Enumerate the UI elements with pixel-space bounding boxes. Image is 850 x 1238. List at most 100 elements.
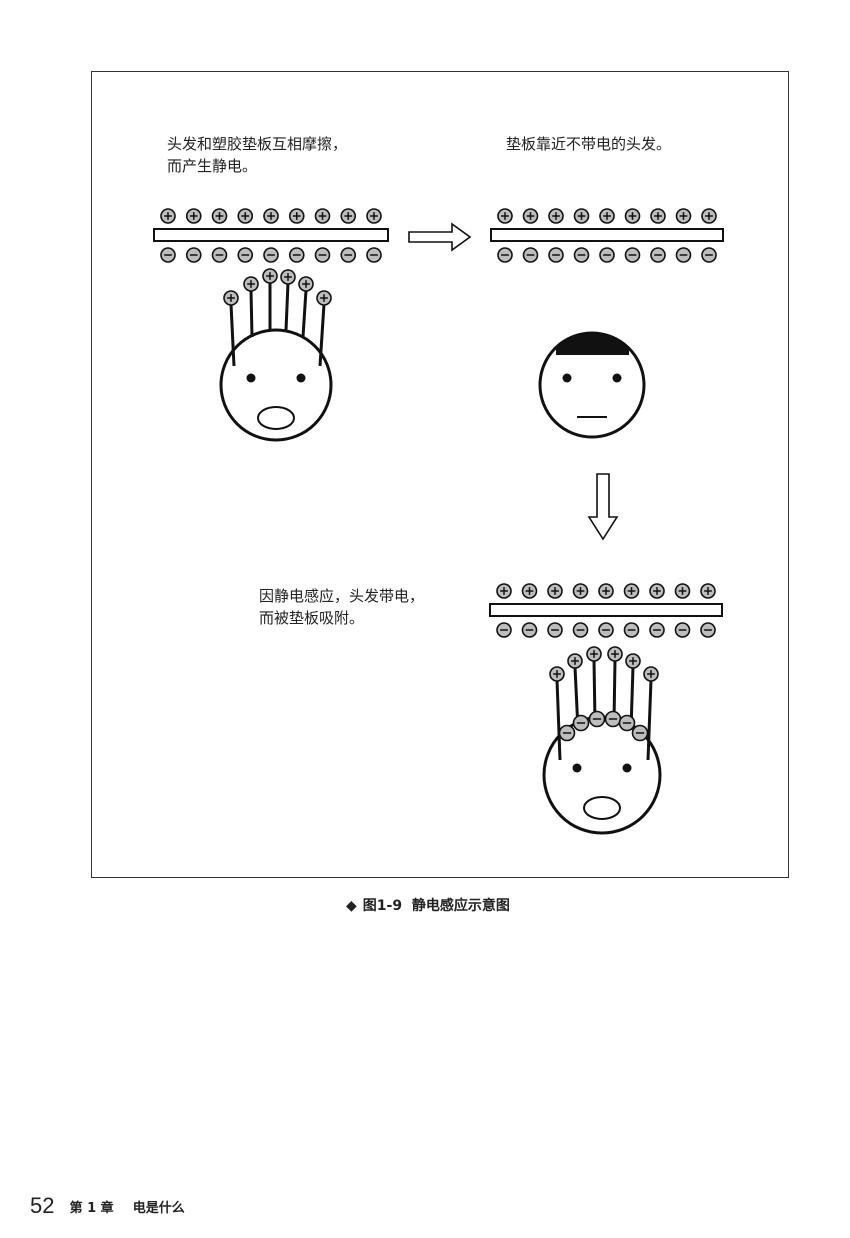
hair-strand	[249, 289, 254, 338]
positive-charge-icon	[599, 208, 615, 224]
open-mouth	[257, 406, 295, 430]
negative-charge-icon	[522, 247, 539, 263]
positive-charge-icon	[237, 208, 254, 224]
left-eye	[562, 373, 572, 383]
face-panel-3	[542, 646, 662, 835]
negative-charge-icon	[623, 622, 640, 638]
negative-charge-icon	[674, 622, 691, 638]
right-eye	[296, 373, 306, 383]
positive-charge-icon	[211, 208, 228, 224]
left-eye	[572, 763, 582, 773]
hair-cap-top	[558, 335, 628, 350]
right-eye	[612, 373, 622, 383]
hair-strand	[284, 282, 290, 331]
positive-charge-icon	[649, 583, 665, 599]
positive-charge-icon	[160, 208, 176, 224]
positive-charge-icon	[624, 208, 641, 224]
positive-charge-icon	[223, 290, 239, 306]
hair-strand	[646, 679, 653, 761]
plastic-board	[153, 228, 389, 242]
hair-strand	[301, 289, 308, 338]
positive-charge-icon	[650, 208, 666, 224]
hair-strand	[229, 303, 236, 367]
positive-charge-icon	[598, 583, 614, 599]
negative-charge-icon	[631, 724, 649, 742]
negative-charge-icon	[675, 247, 692, 263]
negative-charge-icon	[604, 710, 622, 728]
positive-charge-icon	[263, 208, 279, 224]
arrow-down-icon	[587, 473, 619, 541]
negative-charge-icon	[497, 247, 513, 263]
negative-charge-icon	[263, 247, 279, 263]
page-number: 52	[30, 1193, 55, 1218]
board-panel-2	[490, 208, 724, 263]
positive-charge-icon	[572, 583, 589, 599]
positive-charge-icon	[521, 583, 538, 599]
negative-charge-icon	[160, 247, 176, 263]
negative-charge-icon	[314, 247, 331, 263]
positive-charge-icon	[700, 583, 716, 599]
positive-charge-icon	[675, 208, 692, 224]
figure-frame	[91, 71, 789, 878]
positive-charge-icon	[366, 208, 382, 224]
negative-charge-icon	[649, 622, 665, 638]
positive-charge-icon	[280, 269, 296, 285]
positive-charge-icon	[288, 208, 305, 224]
positive-charge-icon	[522, 208, 539, 224]
negative-charge-icon	[548, 247, 564, 263]
negative-charge-icon	[288, 247, 305, 263]
positive-charge-icon	[623, 583, 640, 599]
figure-title: 静电感应示意图	[411, 898, 510, 914]
negative-charge-icon	[496, 622, 512, 638]
panel-3-text: 因静电感应，头发带电， 而被垫板吸附。	[259, 587, 425, 627]
plastic-board	[489, 603, 723, 617]
negative-charge-icon	[573, 247, 590, 263]
board-panel-3	[489, 583, 723, 638]
positive-charge-icon	[625, 653, 641, 669]
negative-charge-icon	[185, 247, 202, 263]
positive-charge-icon	[547, 583, 563, 599]
positive-charge-icon	[243, 276, 259, 292]
positive-charge-icon	[497, 208, 513, 224]
negative-charge-icon	[366, 247, 382, 263]
arrow-right-icon	[408, 222, 472, 252]
positive-charge-icon	[185, 208, 202, 224]
negative-charge-icon	[547, 622, 563, 638]
plastic-board	[490, 228, 724, 242]
figure-number: 图1-9	[362, 898, 403, 914]
positive-charge-icon	[701, 208, 717, 224]
negative-charge-icon	[599, 247, 615, 263]
left-eye	[246, 373, 256, 383]
hair-strand	[555, 679, 562, 761]
positive-charge-icon	[262, 268, 278, 284]
negative-charge-icon	[558, 724, 576, 742]
negative-charge-icon	[340, 247, 357, 263]
positive-charge-icon	[548, 208, 564, 224]
negative-charge-icon	[618, 714, 636, 732]
positive-charge-icon	[567, 653, 583, 669]
negative-charge-icon	[588, 710, 606, 728]
positive-charge-icon	[549, 666, 565, 682]
head-outline	[219, 328, 333, 442]
face-panel-2	[538, 331, 646, 439]
negative-charge-icon	[237, 247, 254, 263]
right-eye	[622, 763, 632, 773]
panel-1-text: 头发和塑胶垫板互相摩擦， 而产生静电。	[167, 135, 348, 175]
open-mouth	[583, 796, 621, 820]
positive-charge-icon	[643, 666, 659, 682]
board-panel-1	[153, 208, 389, 263]
negative-charge-icon	[624, 247, 641, 263]
negative-charge-icon	[700, 622, 716, 638]
chapter-label: 第 1 章	[69, 1200, 114, 1216]
figure-caption: ◆ 图1-9 静电感应示意图	[346, 895, 510, 915]
diamond-icon: ◆	[346, 898, 357, 914]
negative-charge-icon	[521, 622, 538, 638]
negative-charge-icon	[211, 247, 228, 263]
positive-charge-icon	[298, 276, 314, 292]
positive-charge-icon	[314, 208, 331, 224]
head-outline	[538, 331, 646, 439]
positive-charge-icon	[316, 290, 332, 306]
page-footer: 52 第 1 章 电是什么	[30, 1193, 185, 1219]
negative-charge-icon	[572, 714, 590, 732]
